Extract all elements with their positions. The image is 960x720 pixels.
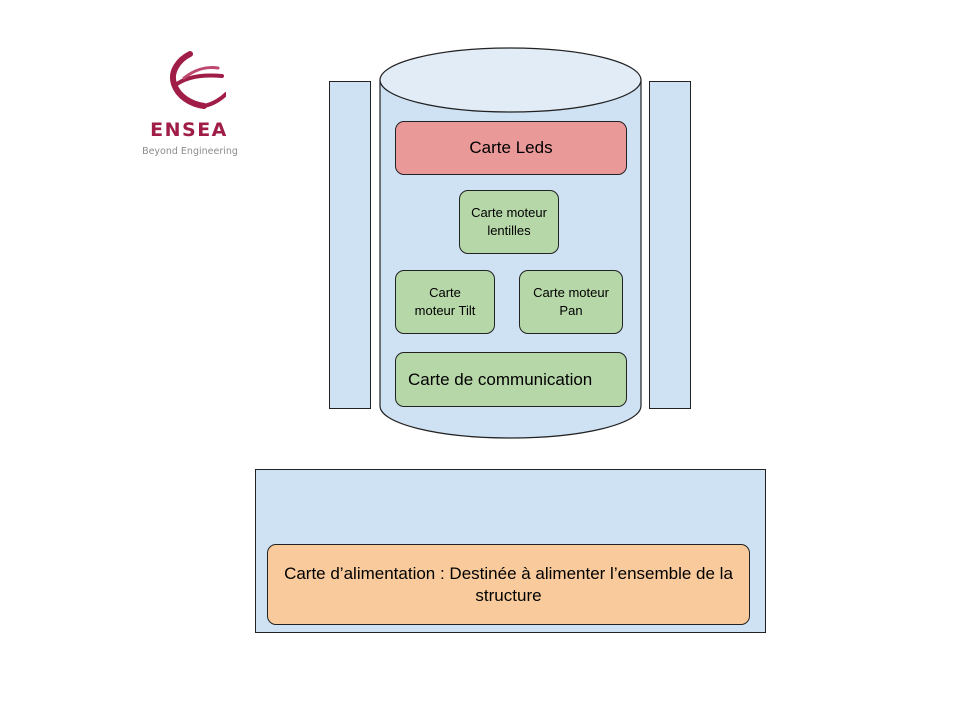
ensea-logo: ENSEA Beyond Engineering <box>138 46 248 162</box>
logo-tagline: Beyond Engineering <box>142 146 238 157</box>
pan-motor-board: Carte moteur Pan <box>519 270 623 334</box>
power-board: Carte d’alimentation : Destinée à alimen… <box>267 544 750 625</box>
led-board: Carte Leds <box>395 121 627 175</box>
tilt-motor-board: Carte moteur Tilt <box>395 270 495 334</box>
communication-board: Carte de communication <box>395 352 627 407</box>
lens-motor-board: Carte moteur lentilles <box>459 190 559 254</box>
left-pillar <box>329 81 371 409</box>
logo-wordmark: ENSEA <box>150 119 228 141</box>
right-pillar <box>649 81 691 409</box>
ensea-emblem-icon <box>170 51 226 109</box>
cylinder-top <box>379 47 642 113</box>
